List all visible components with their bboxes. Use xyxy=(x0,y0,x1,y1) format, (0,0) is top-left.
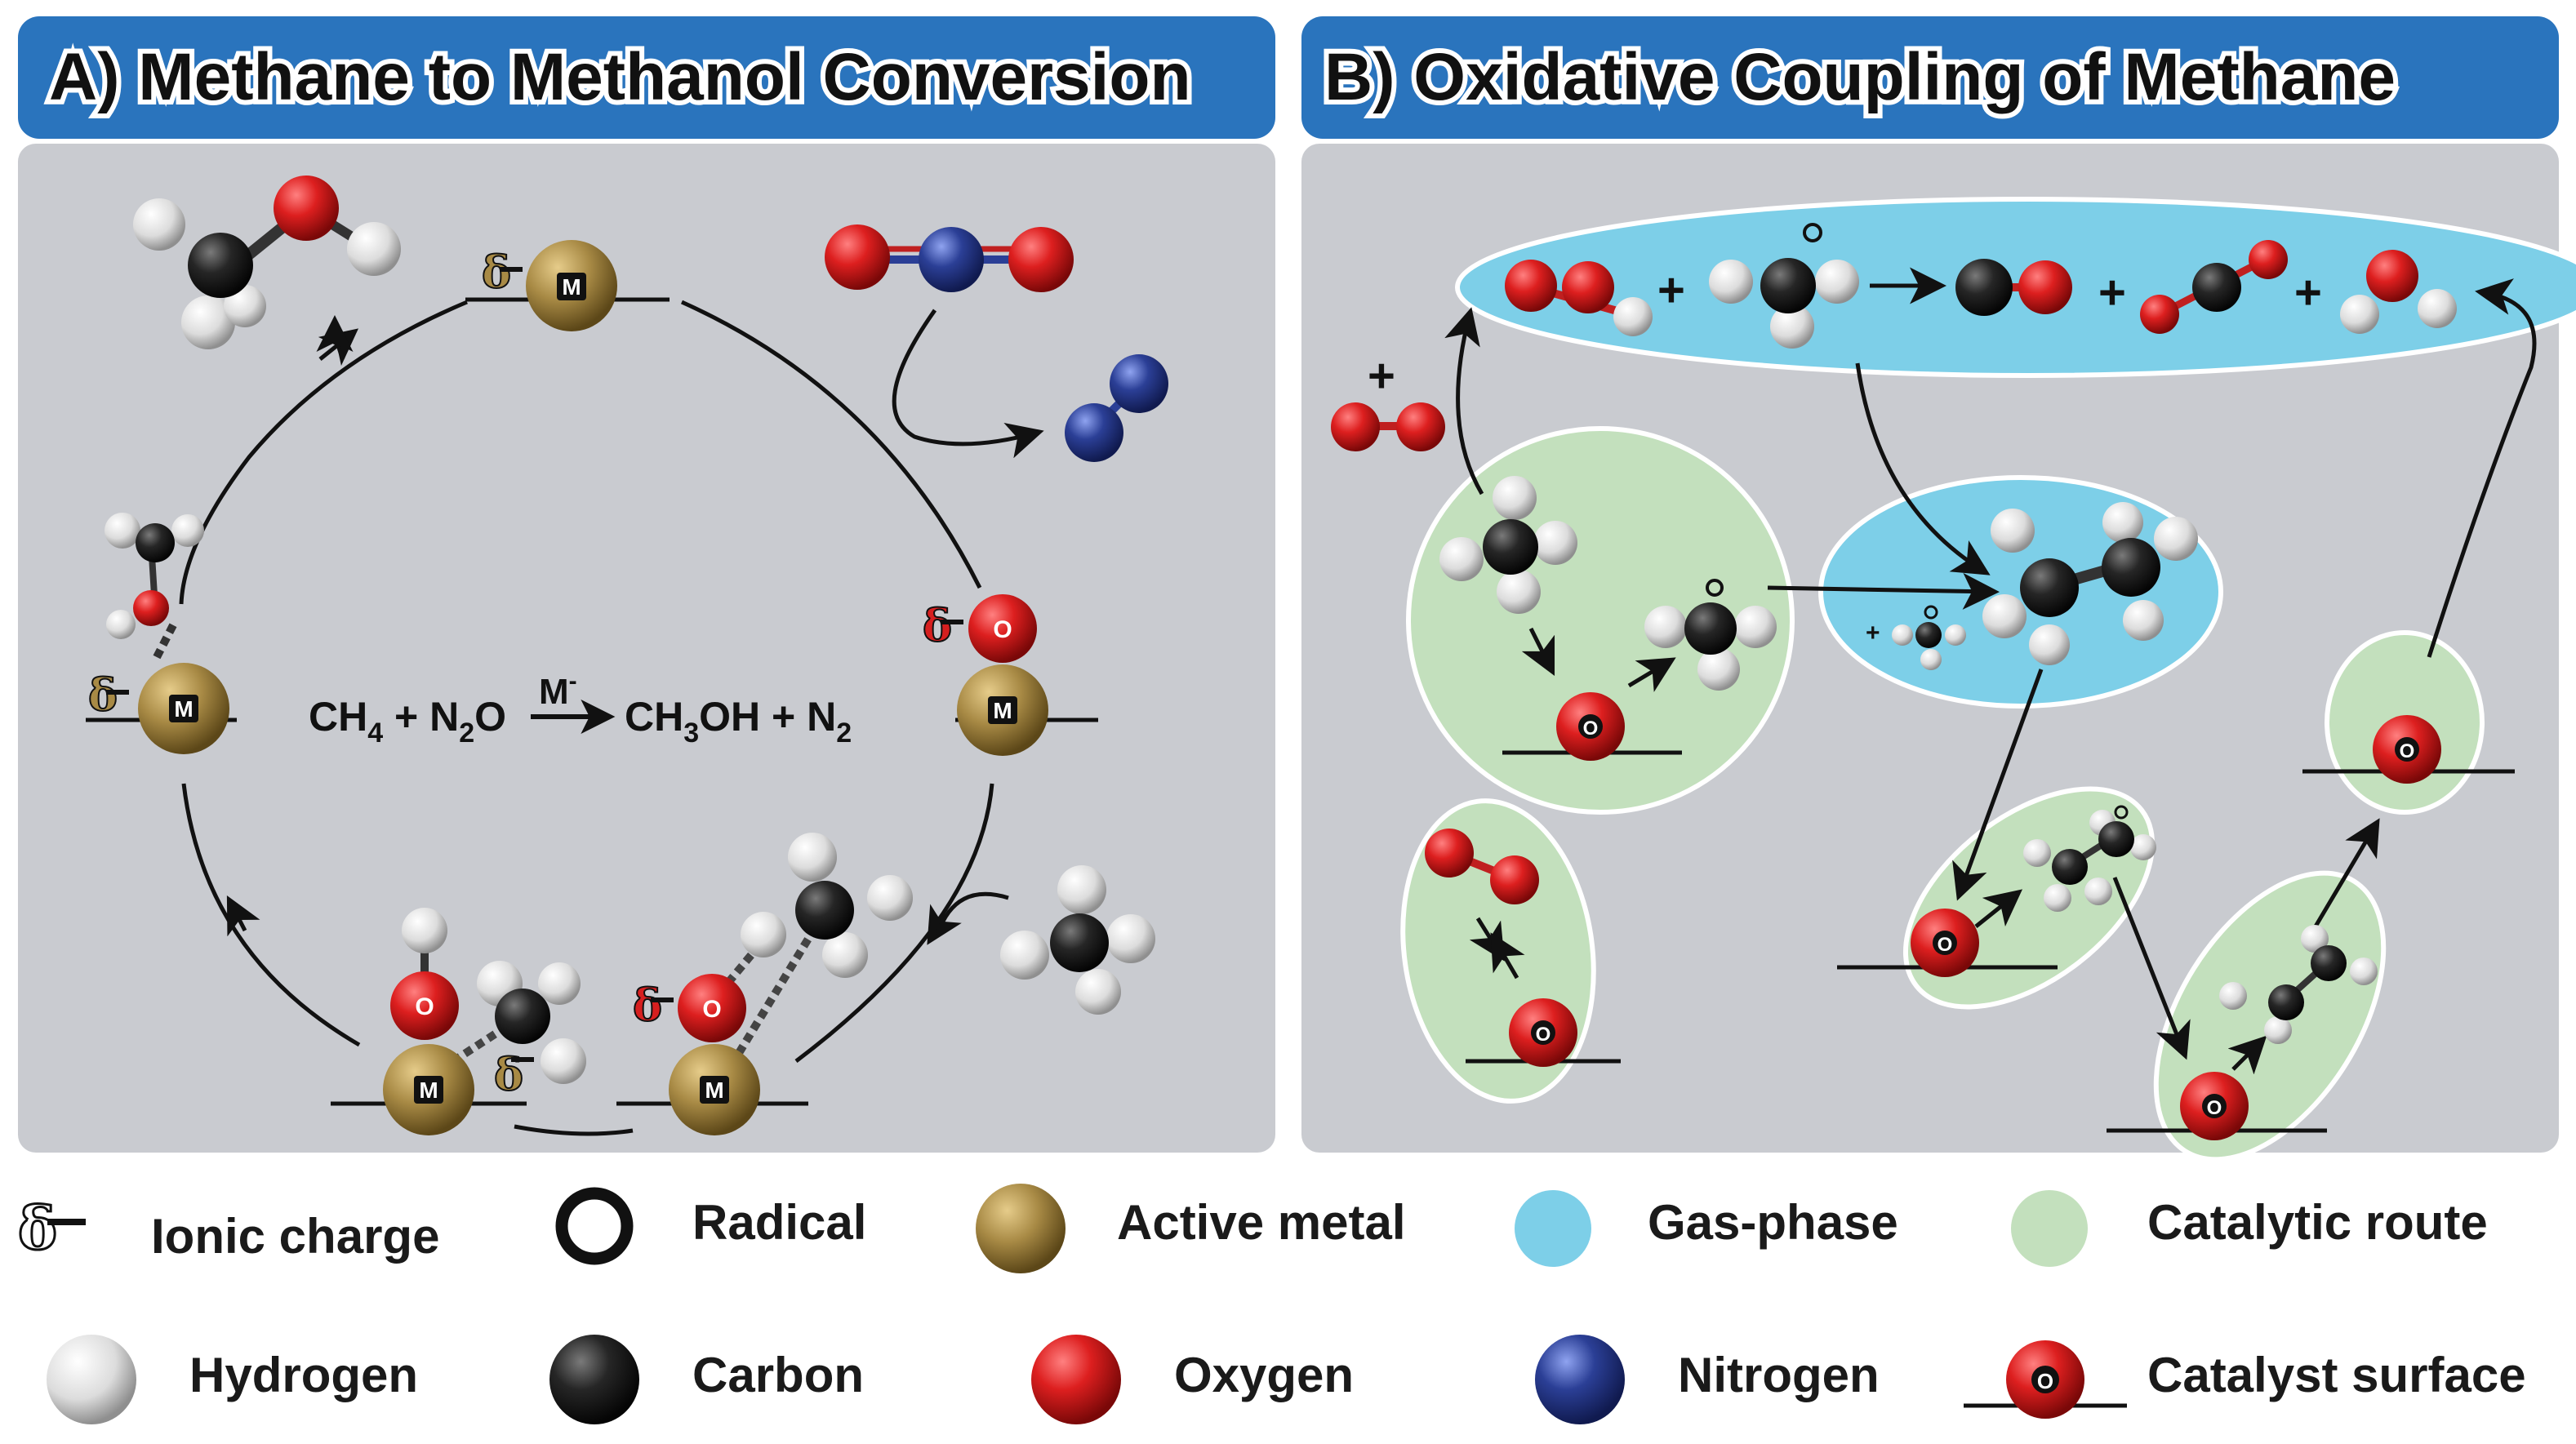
legend-label: Ionic charge xyxy=(151,1209,439,1264)
metal-site-left: M δ xyxy=(86,513,237,754)
legend-item-catalytic-route: Catalytic route xyxy=(2011,1190,2488,1267)
plus-sign: + xyxy=(2098,266,2126,319)
legend-label: Carbon xyxy=(692,1348,864,1402)
legend-label: Gas-phase xyxy=(1648,1195,1898,1250)
nitrogen-icon xyxy=(1535,1335,1625,1424)
legend-item-nitrogen: Nitrogen xyxy=(1535,1335,1880,1424)
radical-dot xyxy=(1924,605,1938,620)
metal-site-top: M δ xyxy=(465,240,670,331)
ionic-charge-icon: δ xyxy=(494,1048,523,1100)
plus-sign: + xyxy=(2294,266,2322,319)
regenerated-catalyst-site: O xyxy=(2302,715,2515,784)
ionic-charge-icon: δ xyxy=(923,599,952,651)
ethyl-radical-site: O xyxy=(1837,805,2156,977)
catalytic-route-icon xyxy=(2011,1190,2088,1267)
methane-activation: O xyxy=(1439,476,1777,761)
n2-molecule xyxy=(1065,354,1168,462)
legend-label: Nitrogen xyxy=(1678,1348,1880,1402)
oxygen-label: O xyxy=(993,616,1012,643)
equation-text: CH4 + N2O xyxy=(309,694,506,749)
panel-b-title: B) Oxidative Coupling of Methane xyxy=(1324,40,2396,114)
ch4-entry-curve xyxy=(935,891,1009,935)
legend-item-active-metal: Active metal xyxy=(976,1184,1406,1273)
ionic-charge-icon: δ xyxy=(633,979,662,1031)
legend-label: Radical xyxy=(692,1195,866,1250)
oxygen-label: O xyxy=(2037,1369,2053,1393)
metal-label: M xyxy=(705,1077,723,1103)
cycle-arc-bottom xyxy=(514,1124,634,1136)
legend: δ Ionic charge Radical Active metal Gas-… xyxy=(17,1184,2526,1424)
plus-sign: + xyxy=(1866,620,1880,646)
arrow-n2-release xyxy=(892,309,1044,459)
oxygen-label: O xyxy=(702,996,721,1023)
catalyst-label: M- xyxy=(539,668,577,712)
metal-oxo-site-right: M O δ xyxy=(922,594,1098,756)
metal-label: M xyxy=(419,1077,438,1103)
panel-a-title: A) Methane to Methanol Conversion xyxy=(49,40,1191,114)
legend-label: Hydrogen xyxy=(189,1348,418,1402)
radical-dot xyxy=(2114,805,2129,820)
ethylene-site: O xyxy=(2107,925,2378,1140)
equation-products: CH3OH + N2 xyxy=(625,694,852,749)
hydroxyl-methyl-site: M O δ xyxy=(331,908,586,1135)
legend-item-catalyst-surface: O Catalyst surface xyxy=(1964,1340,2526,1419)
n2o-molecule xyxy=(825,224,1074,292)
metal-label: M xyxy=(174,696,193,722)
oxygen-label: O xyxy=(2400,740,2415,762)
panel-a-header xyxy=(18,16,1275,139)
o2-gas-input: + xyxy=(1331,349,1445,451)
ethane-molecule: + xyxy=(1866,502,2198,670)
legend-item-carbon: Carbon xyxy=(549,1335,864,1424)
panel-a: A) Methane to Methanol Conversion xyxy=(18,16,1275,1153)
ionic-charge-icon: δ xyxy=(18,1193,57,1263)
reaction-equation: CH4 + N2O M- CH3OH + N2 xyxy=(309,668,852,749)
oxygen-label: O xyxy=(1583,718,1599,740)
methanol-product xyxy=(133,176,401,349)
cycle-arc-right-top xyxy=(680,300,982,589)
legend-item-gas-phase: Gas-phase xyxy=(1515,1190,1898,1267)
arrow-left-up xyxy=(226,895,260,937)
radical-dot xyxy=(1803,223,1822,242)
o2-adsorption: O xyxy=(1425,829,1621,1067)
plus-sign: + xyxy=(1368,349,1395,402)
methane-incoming xyxy=(1000,865,1155,1015)
oxygen-label: O xyxy=(1938,934,1953,956)
panel-b-header xyxy=(1301,16,2559,139)
carbon-icon xyxy=(549,1335,639,1424)
arrow-methanol-out xyxy=(316,315,354,360)
legend-label: Oxygen xyxy=(1174,1348,1354,1402)
radical-icon xyxy=(555,1187,634,1265)
metal-label: M xyxy=(993,698,1012,723)
panel-b-arrows xyxy=(1444,267,2537,1075)
active-metal-icon xyxy=(976,1184,1066,1273)
gas-phase-reaction: + + + xyxy=(1505,223,2457,349)
oxygen-label: O xyxy=(415,993,434,1020)
legend-item-oxygen: Oxygen xyxy=(1031,1335,1354,1424)
panel-b: B) Oxidative Coupling of Methane xyxy=(1301,16,2576,1162)
legend-label: Catalyst surface xyxy=(2147,1348,2526,1402)
oxygen-label: O xyxy=(1536,1024,1551,1046)
hydrogen-icon xyxy=(47,1335,136,1424)
transition-state-site: M O δ xyxy=(616,833,913,1135)
cycle-arc-left-top xyxy=(179,300,468,605)
legend-item-hydrogen: Hydrogen xyxy=(47,1335,418,1424)
radical-dot xyxy=(1706,579,1724,597)
metal-label: M xyxy=(562,274,581,300)
legend-item-radical: Radical xyxy=(555,1187,866,1265)
gas-phase-icon xyxy=(1515,1190,1591,1267)
legend-label: Catalytic route xyxy=(2147,1195,2488,1250)
legend-label: Active metal xyxy=(1117,1195,1406,1250)
oxygen-icon xyxy=(1031,1335,1121,1424)
oxygen-label: O xyxy=(2207,1097,2222,1119)
legend-item-ionic-charge: δ Ionic charge xyxy=(17,1193,440,1264)
plus-sign: + xyxy=(1657,264,1685,317)
